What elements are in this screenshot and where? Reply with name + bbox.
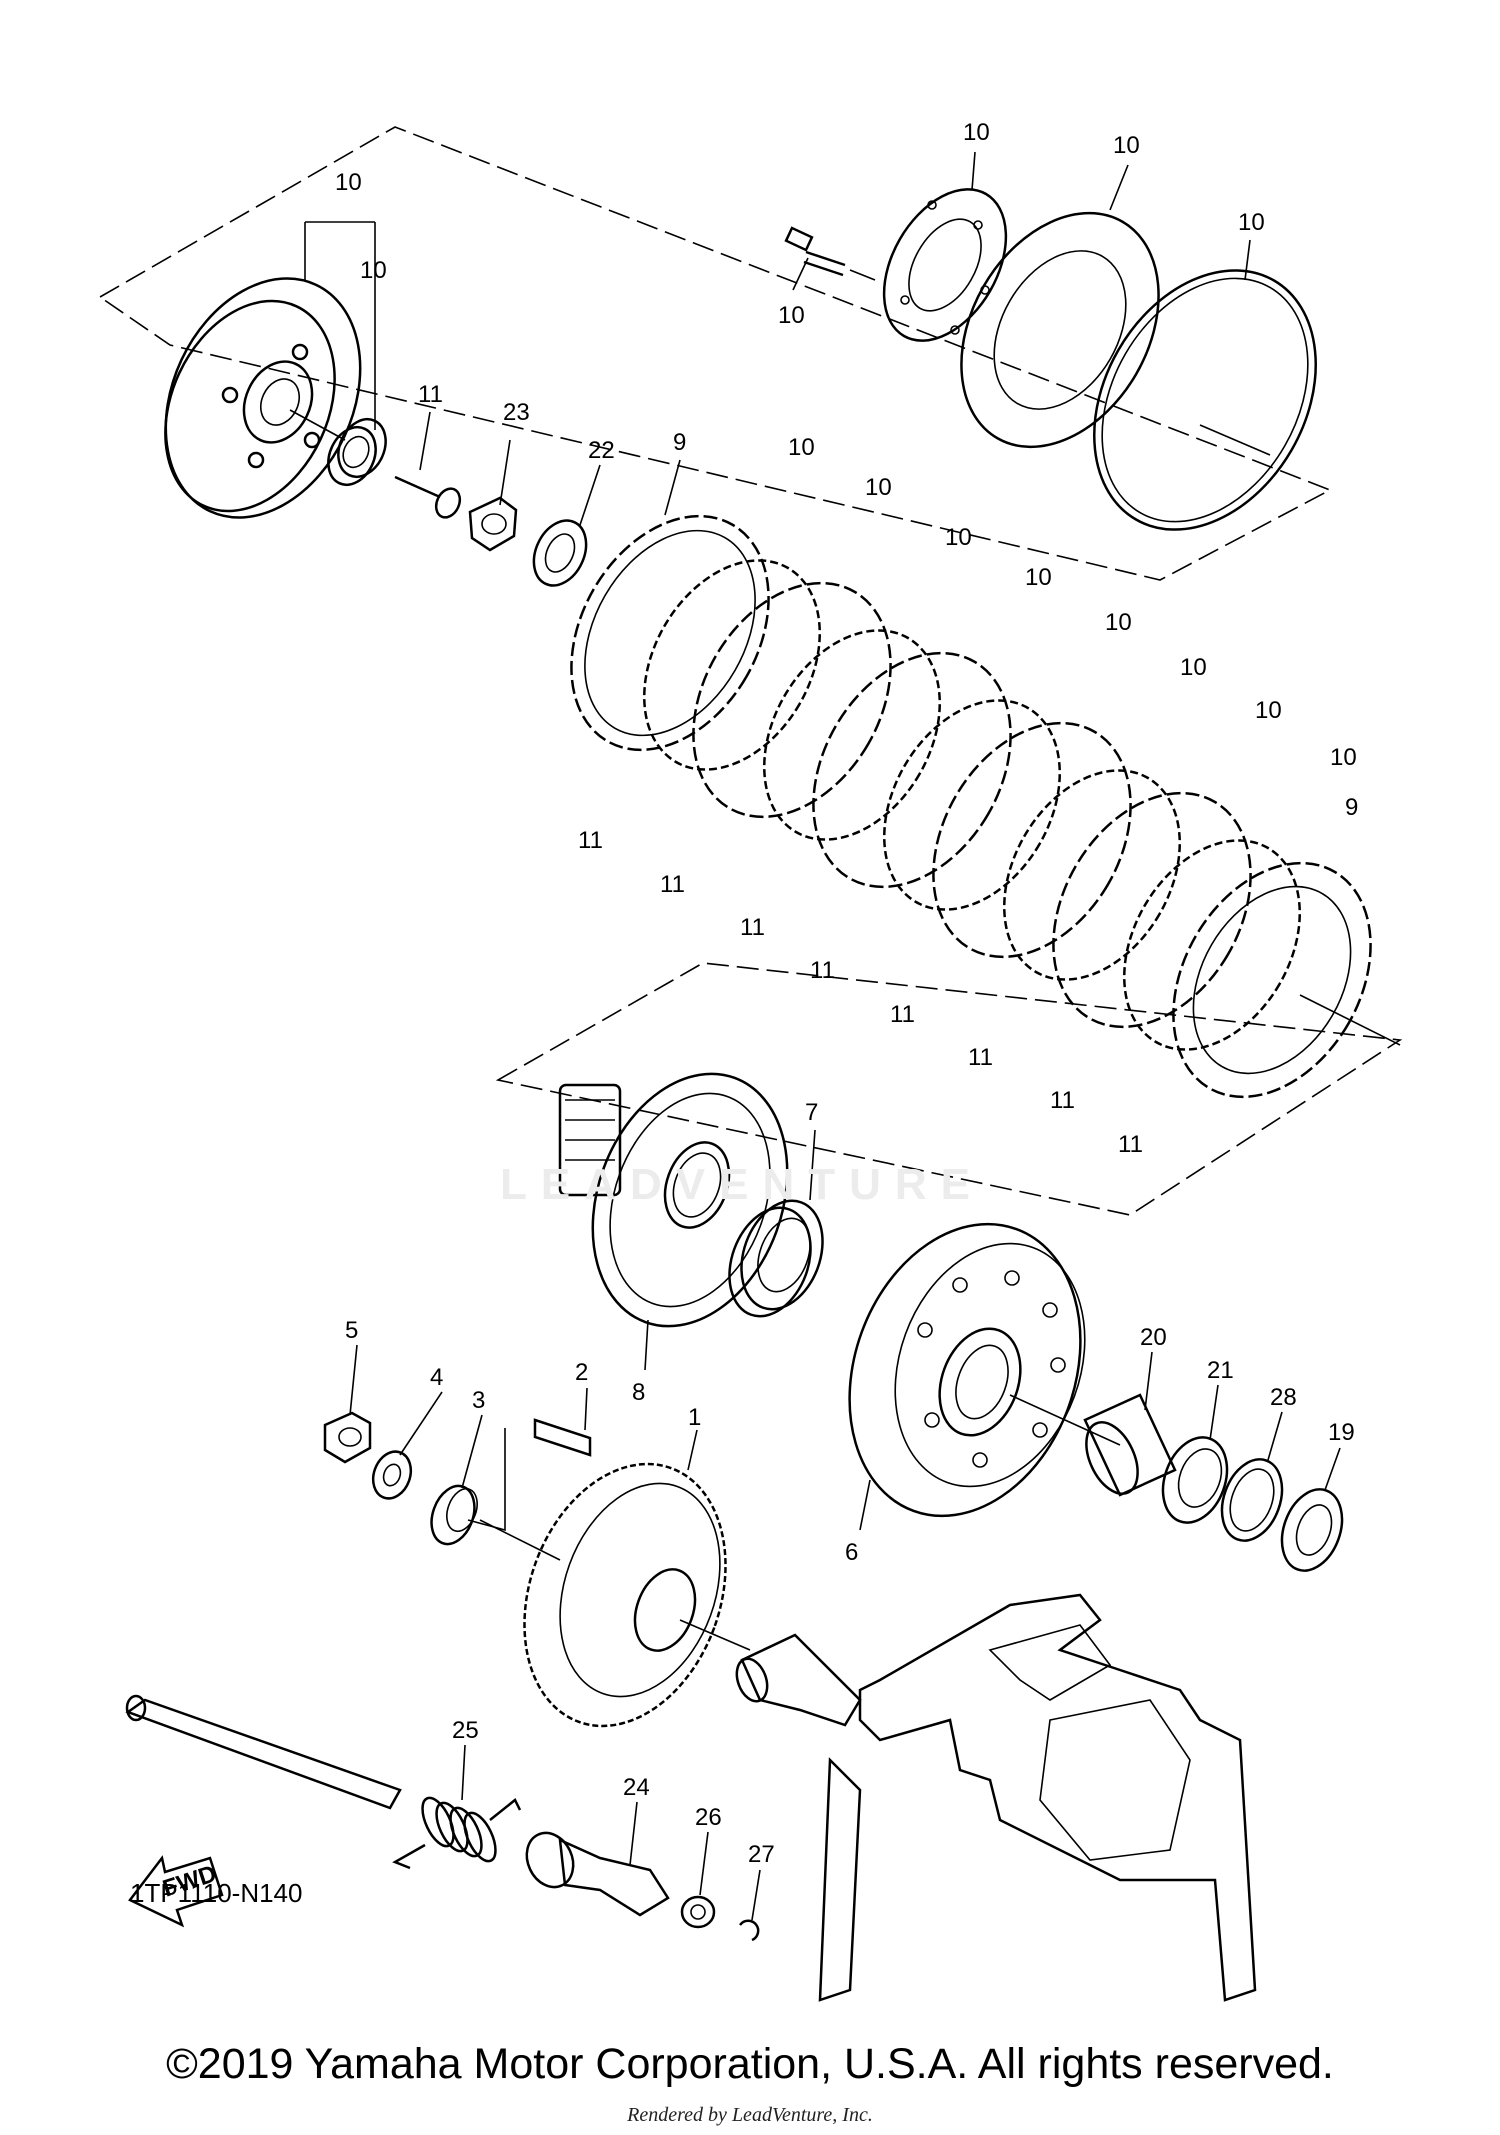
callout-11-h: 11 [1118,1131,1143,1158]
friction-plate-first[interactable] [531,481,808,786]
callout-25: 25 [452,1717,479,1744]
clutch-plate-stack [643,559,1301,1051]
callout-2: 2 [575,1359,588,1386]
callout-7: 7 [805,1099,818,1126]
push-rod[interactable] [394,475,464,521]
spacer-ring[interactable] [1211,1451,1292,1549]
callout-13: 10 [360,257,387,284]
washer[interactable] [524,512,596,594]
callout-12: 10 [335,169,362,196]
primary-collar[interactable] [424,1480,483,1550]
bolt[interactable] [784,226,846,277]
retaining-plate[interactable] [859,168,1031,362]
callout-11-c: 11 [740,914,765,941]
torsion-spring[interactable] [392,1793,522,1870]
callout-3: 3 [472,1387,485,1414]
friction-plate-last[interactable] [1133,828,1410,1133]
callout-10-b: 10 [865,474,892,501]
callout-15: 10 [1238,209,1265,236]
pressure-plate-group-frame [98,126,1332,581]
callout-14: 10 [1113,132,1140,159]
callout-11-e: 11 [890,1001,915,1028]
callout-20: 20 [1140,1324,1167,1351]
callout-11-b: 11 [660,871,685,898]
lock-washer[interactable] [367,1446,417,1503]
callout-18: 11 [418,381,443,408]
woodruff-key[interactable] [533,1418,592,1457]
callout-10-f: 10 [1180,654,1207,681]
callout-23: 23 [503,399,530,426]
callout-11-f: 11 [968,1044,993,1071]
callout-10-d: 10 [1025,564,1052,591]
primary-drive-nut[interactable] [323,1411,372,1464]
bearing[interactable] [319,412,394,493]
clutch-plate-group-frame [495,962,1403,1216]
watermark-text: LEADVENTURE [500,1160,985,1209]
lever-washer[interactable] [680,1895,716,1929]
callout-10-e: 10 [1105,609,1132,636]
clutch-boss[interactable] [558,1046,821,1353]
callout-leaders-lower [349,1129,1341,1921]
primary-drive-gear[interactable] [490,1436,761,1755]
rendered-by-credit: Rendered by LeadVenture, Inc. [627,2104,873,2126]
thrust-washer[interactable] [715,1189,837,1327]
push-lever-shaft[interactable] [125,1694,402,1810]
callout-27: 27 [748,1841,775,1868]
callout-10-a: 10 [788,434,815,461]
crankcase-section [818,1593,1257,2002]
needle-bearing[interactable] [1152,1428,1238,1531]
crankshaft-end [735,1633,862,1727]
callout-10-c: 10 [945,524,972,551]
callout-1: 1 [688,1404,701,1431]
callout-11-a: 11 [578,827,603,854]
sleeve[interactable] [1076,1393,1177,1502]
callout-26: 26 [695,1804,722,1831]
clutch-housing[interactable] [810,1191,1119,1548]
callout-11-d: 11 [810,957,835,984]
thrust-washer-end[interactable] [1271,1481,1352,1579]
callout-10-g: 10 [1255,697,1282,724]
copyright-notice: ©2019 Yamaha Motor Corporation, U.S.A. A… [166,2040,1334,2088]
callout-9-bottom: 9 [1345,794,1358,821]
callout-16: 10 [963,119,990,146]
callout-11-g: 11 [1050,1087,1075,1114]
callout-leaders [304,151,1251,526]
callout-8: 8 [632,1379,645,1406]
spring-plate[interactable] [921,178,1198,483]
callout-28: 28 [1270,1384,1297,1411]
callout-24: 24 [623,1774,650,1801]
diagram-code: 1TP1110-N140 [130,1878,303,1908]
push-lever[interactable] [518,1825,670,1917]
callout-4: 4 [430,1364,443,1391]
callout-21: 21 [1207,1357,1234,1384]
pressure-plate[interactable] [129,247,398,550]
callout-19: 19 [1328,1419,1355,1446]
callout-17: 10 [778,302,805,329]
callout-6: 6 [845,1539,858,1566]
lock-nut[interactable] [468,496,518,552]
callout-22: 22 [588,437,615,464]
circlip[interactable] [738,1919,760,1942]
callout-5: 5 [345,1317,358,1344]
wire-ring[interactable] [1049,230,1360,569]
callout-9-top: 9 [673,429,686,456]
callout-10-h: 10 [1330,744,1357,771]
